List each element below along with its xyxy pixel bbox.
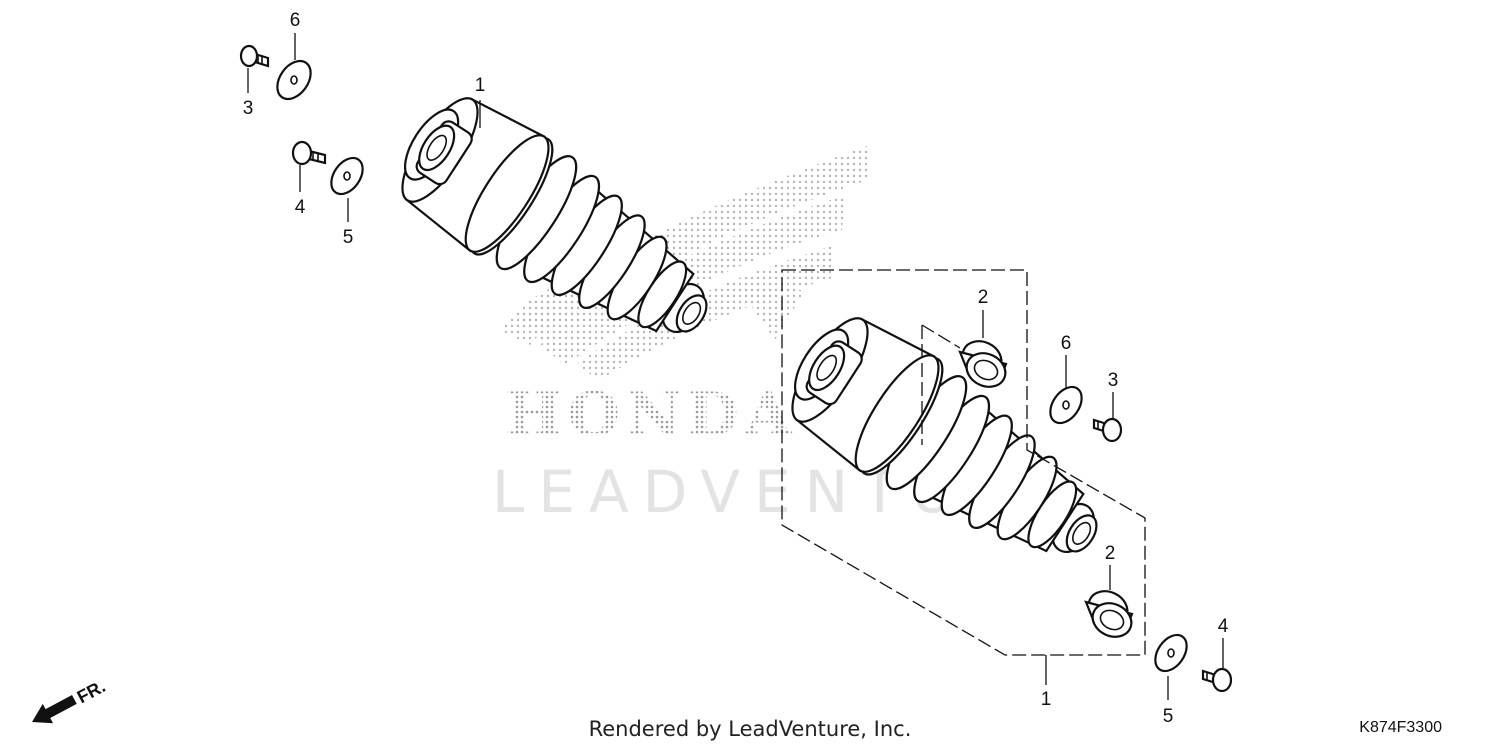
washer-right-bottom [1154,633,1188,673]
render-credit: Rendered by LeadVenture, Inc. [588,717,912,741]
callout-right-shock: 1 [1041,689,1052,710]
left-shock-absorber [401,97,708,333]
honda-brand-watermark: HONDA [505,380,797,450]
callout-right-bolt-bottom: 4 [1218,616,1229,637]
washer-right-top [1049,385,1083,425]
upper-bushing [958,340,1008,388]
bolt-left-top [239,44,270,68]
leader-lines [247,33,1224,700]
callout-right-bushing-bottom: 2 [1105,543,1116,564]
callout-left-washer-bottom: 5 [343,227,354,248]
callout-left-washer-top: 6 [290,10,301,31]
right-shock-absorber [791,317,1098,553]
callout-right-washer-top: 6 [1061,333,1072,354]
bolt-left-bottom [291,140,327,166]
washer-left-top [276,59,312,101]
lower-bushing [1084,590,1134,638]
callout-left-bolt-top: 3 [243,98,254,119]
callout-left-shock: 1 [475,75,486,96]
bolt-right-top [1092,417,1123,443]
callout-left-bolt-bottom: 4 [295,197,306,218]
assembly-outline [781,269,1146,656]
bolt-right-bottom [1201,667,1233,693]
diagram-code: K874F3300 [1359,719,1442,736]
callout-right-washer-bottom: 5 [1163,706,1174,727]
front-direction-label: FR. [74,676,109,707]
washer-left-bottom [330,156,364,196]
callout-right-bolt-top: 3 [1108,370,1119,391]
callout-right-bushing-top: 2 [978,287,989,308]
